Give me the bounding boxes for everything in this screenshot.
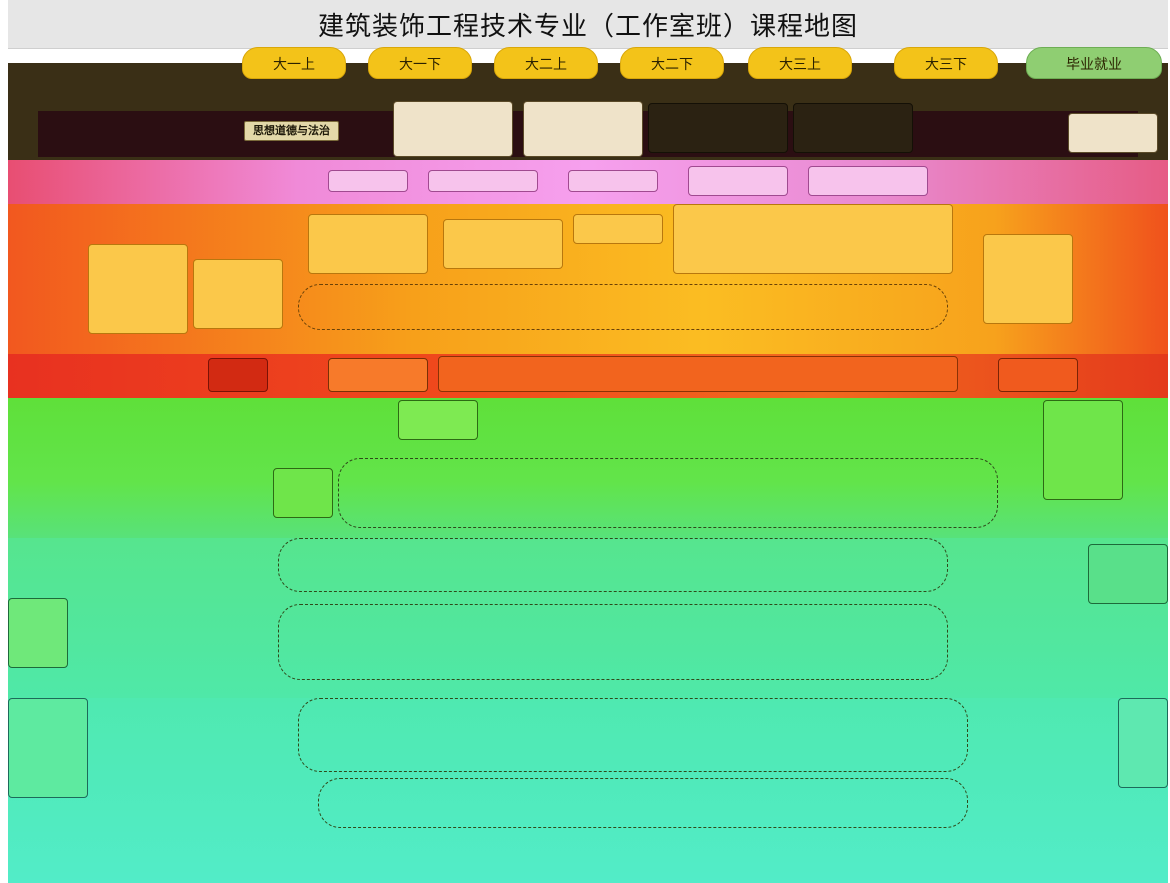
module-box <box>8 698 88 798</box>
tab-semester-2[interactable]: 大一下 <box>368 47 472 79</box>
tab-semester-4[interactable]: 大二下 <box>620 47 724 79</box>
module-box <box>398 400 478 440</box>
band-foundation <box>8 160 1168 204</box>
module-box <box>1068 113 1158 153</box>
module-box <box>8 598 68 668</box>
band-studio <box>8 398 1168 538</box>
module-box <box>648 103 788 153</box>
module-box <box>673 204 953 274</box>
module-box <box>1118 698 1168 788</box>
module-box <box>1043 400 1123 500</box>
tab-label: 毕业就业 <box>1066 57 1122 73</box>
module-box <box>568 170 658 192</box>
module-box <box>308 214 428 274</box>
module-box <box>793 103 913 153</box>
module-group-outline <box>278 538 948 592</box>
module-box <box>328 170 408 192</box>
band-core <box>8 204 1168 354</box>
module-box <box>88 244 188 334</box>
page-title: 建筑装饰工程技术专业（工作室班）课程地图 <box>317 12 858 42</box>
module-box <box>273 468 333 518</box>
module-group-outline <box>338 458 998 528</box>
tab-semester-5[interactable]: 大三上 <box>748 47 852 79</box>
tab-label: 大三上 <box>779 57 821 73</box>
module-box <box>443 219 563 269</box>
module-group-outline <box>298 698 968 772</box>
band-extension <box>8 698 1168 883</box>
module-box <box>573 214 663 244</box>
module-group-outline <box>298 284 948 330</box>
module-box <box>688 166 788 196</box>
band-general-education <box>8 63 1168 160</box>
tab-label: 大一上 <box>273 57 315 73</box>
tab-label: 大二上 <box>525 57 567 73</box>
course-chip-ideology-law[interactable]: 思想道德与法治 <box>244 121 339 141</box>
module-box <box>393 101 513 157</box>
module-box <box>808 166 928 196</box>
module-box <box>208 358 268 392</box>
module-box <box>998 358 1078 392</box>
band-elective <box>8 538 1168 698</box>
module-box <box>523 101 643 157</box>
tab-label: 大三下 <box>925 57 967 73</box>
module-box <box>1088 544 1168 604</box>
module-box <box>428 170 538 192</box>
module-group-outline <box>318 778 968 828</box>
module-box <box>983 234 1073 324</box>
module-box <box>438 356 958 392</box>
module-box <box>193 259 283 329</box>
title-bar: 建筑装饰工程技术专业（工作室班）课程地图 <box>8 0 1168 49</box>
tab-graduation[interactable]: 毕业就业 <box>1026 47 1162 79</box>
band-practice <box>8 354 1168 398</box>
tab-semester-1[interactable]: 大一上 <box>242 47 346 79</box>
tab-label: 大二下 <box>651 57 693 73</box>
module-group-outline <box>278 604 948 680</box>
tab-semester-6[interactable]: 大三下 <box>894 47 998 79</box>
tab-semester-3[interactable]: 大二上 <box>494 47 598 79</box>
tab-label: 大一下 <box>399 57 441 73</box>
module-box <box>328 358 428 392</box>
